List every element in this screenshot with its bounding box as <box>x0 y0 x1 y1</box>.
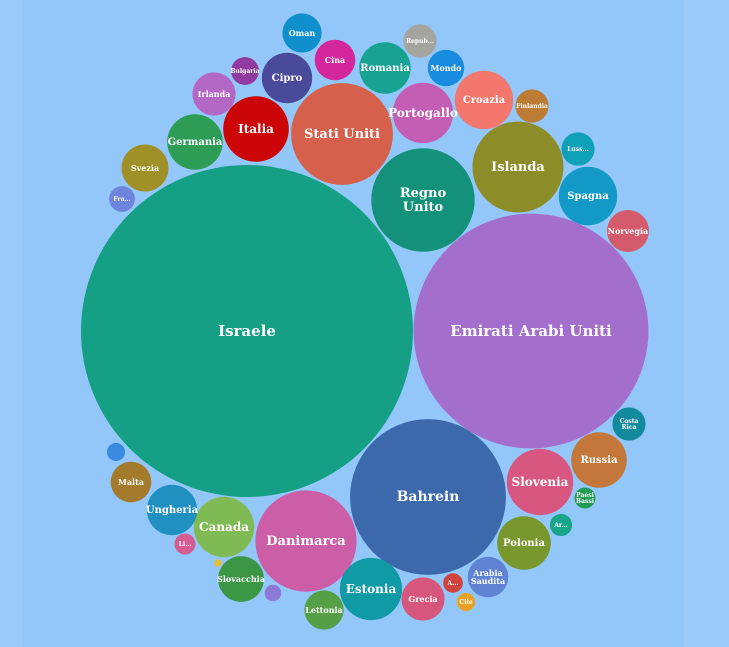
bubble-malta[interactable]: Malta <box>110 461 152 503</box>
bubble-mark-israele[interactable] <box>81 165 413 497</box>
bubble-mark-brasile[interactable] <box>106 442 126 462</box>
bubble-slovacchia[interactable]: Slovacchia <box>217 556 265 602</box>
bubble-italia[interactable]: Italia <box>223 96 289 162</box>
bubble-mark-belgio[interactable] <box>264 584 282 602</box>
bubble-russia[interactable]: Russia <box>571 432 627 488</box>
bubble-israele[interactable]: Israele <box>81 165 413 497</box>
bubble-mark-costa-rica[interactable] <box>612 407 646 441</box>
bubble-romania[interactable]: Romania <box>359 42 411 94</box>
bubble-mondo[interactable]: Mondo <box>427 49 465 87</box>
bubble-mark-cipro[interactable] <box>261 52 313 104</box>
bubble-bulgaria[interactable]: Bulgaria <box>230 57 260 85</box>
bubble-mark-islanda[interactable] <box>472 121 564 213</box>
bubble-mark-malta[interactable] <box>110 461 152 503</box>
bubble-mark-grecia[interactable] <box>401 577 445 621</box>
bubble-mark-ucraina[interactable] <box>214 559 222 567</box>
bubble-mark-mondo[interactable] <box>427 49 465 87</box>
bubble-mark-estonia[interactable] <box>339 557 403 621</box>
bubble-mark-slovacchia[interactable] <box>218 556 264 602</box>
bubble-belgio[interactable] <box>264 584 282 602</box>
bubble-mark-oman[interactable] <box>282 13 322 53</box>
bubble-islanda[interactable]: Islanda <box>472 121 564 213</box>
bubble-mark-francia[interactable] <box>109 186 135 212</box>
bubble-austria[interactable]: A... <box>443 573 463 593</box>
bubble-mark-austria[interactable] <box>443 573 463 593</box>
bubble-danimarca[interactable]: Danimarca <box>255 490 357 592</box>
bubble-slovenia[interactable]: Slovenia <box>506 448 574 516</box>
bubble-mark-polonia[interactable] <box>497 516 551 570</box>
bubble-mark-cile[interactable] <box>456 592 476 612</box>
bubble-mark-italia[interactable] <box>223 96 289 162</box>
bubble-germania[interactable]: Germania <box>167 114 223 170</box>
bubble-ungheria[interactable]: Ungheria <box>146 484 199 536</box>
bubble-mark-ungheria[interactable] <box>146 484 198 536</box>
bubble-canada[interactable]: Canada <box>193 496 255 558</box>
bubble-mark-romania[interactable] <box>359 42 411 94</box>
bubble-svezia[interactable]: Svezia <box>121 144 169 192</box>
bubble-mark-paesi-bassi[interactable] <box>574 487 596 509</box>
bubble-mark-emirati-arabi-uniti[interactable] <box>413 213 649 449</box>
bubble-mark-stati-uniti[interactable] <box>291 83 393 185</box>
bubble-mark-lussemburgo[interactable] <box>561 132 595 166</box>
bubble-mark-regno-unito[interactable] <box>371 148 475 252</box>
bubble-mark-spagna[interactable] <box>558 166 618 226</box>
bubble-mark-germania[interactable] <box>167 114 223 170</box>
bubble-mark-croazia[interactable] <box>454 70 514 130</box>
bubble-mark-slovenia[interactable] <box>506 448 574 516</box>
bubble-cina[interactable]: Cina <box>314 39 356 81</box>
bubble-cipro[interactable]: Cipro <box>261 52 313 104</box>
bubble-mark-svezia[interactable] <box>121 144 169 192</box>
bubble-bahrein[interactable]: Bahrein <box>350 419 506 575</box>
bubble-oman[interactable]: Oman <box>282 13 322 53</box>
bubble-portogallo[interactable]: Portogallo <box>388 82 458 144</box>
bubble-croazia[interactable]: Croazia <box>454 70 514 130</box>
bubble-emirati-arabi-uniti[interactable]: Emirati Arabi Uniti <box>413 213 649 449</box>
bubble-lituania[interactable]: Li... <box>174 533 196 555</box>
bubble-lussemburgo[interactable]: Luss... <box>561 132 595 166</box>
bubble-mark-norvegia[interactable] <box>607 210 649 252</box>
bubble-estonia[interactable]: Estonia <box>339 557 403 621</box>
bubble-mark-cina[interactable] <box>314 39 356 81</box>
bubble-irlanda[interactable]: Irlanda <box>192 72 236 116</box>
bubble-mark-canada[interactable] <box>193 496 255 558</box>
bubble-mark-lettonia[interactable] <box>304 590 344 630</box>
bubble-finlandia[interactable]: Finlandia <box>515 89 549 123</box>
bubble-mark-argentina[interactable] <box>549 513 573 537</box>
bubble-mark-arabia-saudita[interactable] <box>467 556 509 598</box>
bubble-brasile[interactable] <box>106 442 126 462</box>
bubble-grecia[interactable]: Grecia <box>401 577 445 621</box>
bubble-mark-russia[interactable] <box>571 432 627 488</box>
bubble-ucraina[interactable] <box>214 559 222 567</box>
bubble-mark-irlanda[interactable] <box>192 72 236 116</box>
bubble-mark-portogallo[interactable] <box>392 82 454 144</box>
bubble-polonia[interactable]: Polonia <box>497 516 551 570</box>
bubble-norvegia[interactable]: Norvegia <box>607 210 649 252</box>
bubble-lettonia[interactable]: Lettonia <box>304 590 344 630</box>
bubble-francia[interactable]: Fra... <box>109 186 135 212</box>
bubble-mark-lituania[interactable] <box>174 533 196 555</box>
bubble-spagna[interactable]: Spagna <box>558 166 618 226</box>
bubble-mark-danimarca[interactable] <box>255 490 357 592</box>
bubble-argentina[interactable]: Ar... <box>549 513 573 537</box>
bubble-repubblica-ceca[interactable]: Repub... <box>403 24 437 58</box>
bubble-cile[interactable]: Cile <box>456 592 476 612</box>
bubble-mark-bulgaria[interactable] <box>231 57 259 85</box>
bubble-mark-bahrein[interactable] <box>350 419 506 575</box>
bubble-stati-uniti[interactable]: Stati Uniti <box>291 83 393 185</box>
bubble-mark-finlandia[interactable] <box>515 89 549 123</box>
bubble-mark-repubblica-ceca[interactable] <box>403 24 437 58</box>
